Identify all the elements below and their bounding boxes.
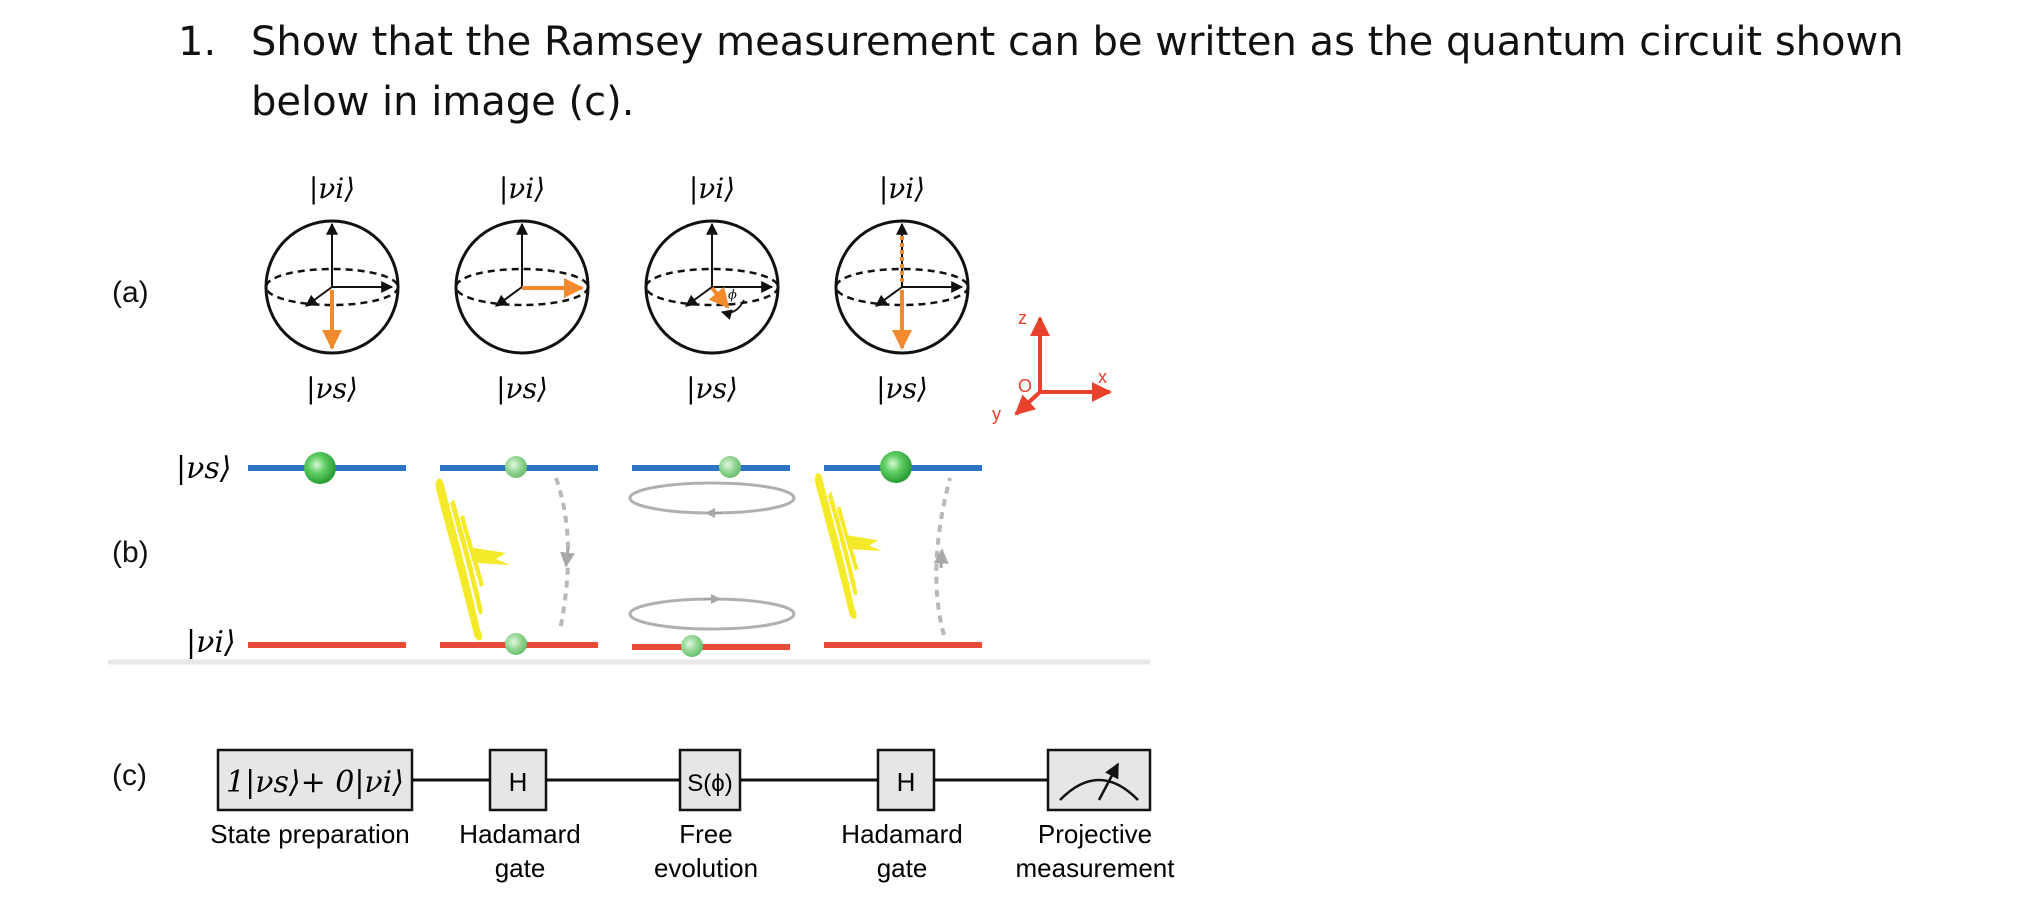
bloch-sphere-1: |νi⟩ |νs⟩ bbox=[264, 172, 400, 405]
sphere-1-ket-upper: |νi⟩ bbox=[309, 172, 355, 205]
sphere-1-ket-lower: |νs⟩ bbox=[306, 372, 358, 405]
sphere-4-ket-upper: |νi⟩ bbox=[879, 172, 925, 205]
state-prep-box bbox=[216, 748, 414, 812]
sphere-3-ket-upper: |νi⟩ bbox=[689, 172, 735, 205]
axis-x-label: x bbox=[1098, 367, 1107, 387]
caption-hadamard-1-line1: Hadamard bbox=[459, 819, 580, 849]
caption-state-prep: State preparation bbox=[210, 819, 409, 849]
caption-measurement-line1: Projective bbox=[1038, 819, 1152, 849]
quantum-circuit: 1|νs⟩+ 0|νi⟩ H S(ϕ) H State preparation … bbox=[210, 748, 1176, 883]
bloch-sphere-4: |νi⟩ |νs⟩ bbox=[834, 172, 970, 405]
question-number: 1. bbox=[178, 19, 217, 65]
hadamard-gate-2 bbox=[876, 748, 936, 812]
caption-measurement-line2: measurement bbox=[1016, 853, 1176, 883]
caption-hadamard-1-line2: gate bbox=[495, 853, 546, 883]
meter-icon bbox=[1059, 762, 1139, 801]
bloch-sphere-2: |νi⟩ |νs⟩ bbox=[454, 172, 590, 405]
sphere-3-ket-lower: |νs⟩ bbox=[686, 372, 738, 405]
phase-gate-label: S(ϕ) bbox=[687, 770, 732, 797]
level-label-upper: |νs⟩ bbox=[176, 451, 231, 486]
caption-hadamard-2-line2: gate bbox=[877, 853, 928, 883]
sphere-4-ket-lower: |νs⟩ bbox=[876, 372, 928, 405]
hadamard-gate-1-label: H bbox=[509, 767, 528, 797]
panel-label-b: (b) bbox=[112, 536, 149, 569]
phase-gate bbox=[678, 748, 742, 812]
caption-free-evolution-line2: evolution bbox=[654, 853, 758, 883]
axis-z-label: z bbox=[1018, 308, 1027, 328]
hadamard-gate-2-label: H bbox=[897, 767, 916, 797]
caption-free-evolution-line1: Free bbox=[679, 819, 732, 849]
axis-origin-label: O bbox=[1018, 376, 1032, 396]
panel-label-a: (a) bbox=[112, 276, 149, 309]
sphere-2-ket-upper: |νi⟩ bbox=[499, 172, 545, 205]
phase-angle-symbol: ϕ bbox=[728, 288, 737, 303]
panel-label-c: (c) bbox=[112, 759, 147, 792]
state-prep-text: 1|νs⟩+ 0|νi⟩ bbox=[226, 765, 404, 800]
sphere-2-ket-lower: |νs⟩ bbox=[496, 372, 548, 405]
bloch-sphere-3: |νi⟩ |νs⟩ ϕ bbox=[644, 172, 780, 405]
level-label-lower: |νi⟩ bbox=[186, 625, 236, 660]
caption-hadamard-2-line1: Hadamard bbox=[841, 819, 962, 849]
question-text: Show that the Ramsey measurement can be … bbox=[251, 19, 1904, 125]
energy-level-diagram bbox=[248, 451, 982, 657]
coordinate-axes: z x y O bbox=[992, 308, 1112, 424]
axis-y-label: y bbox=[992, 404, 1001, 424]
hadamard-gate-1 bbox=[488, 748, 548, 812]
